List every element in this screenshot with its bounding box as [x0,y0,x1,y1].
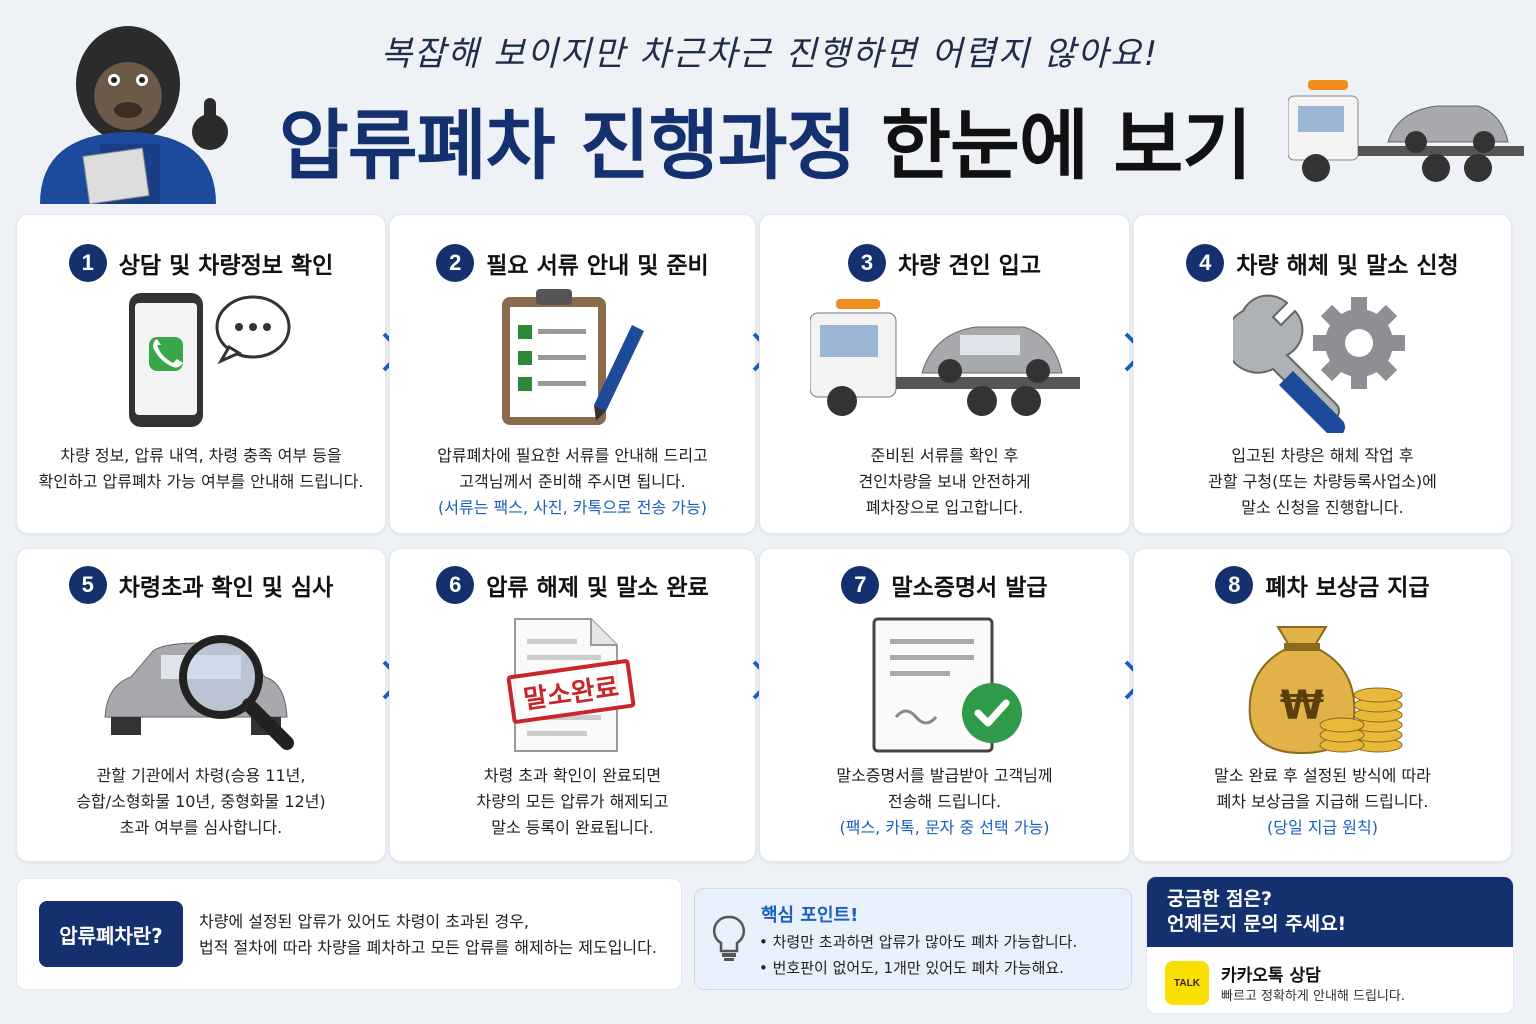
step-number: 6 [436,566,475,604]
step-card-8: 8 폐차 보상금 지급 ₩ 말소 완료 후 설정된 방식에 따라 폐차 보상금을 … [1133,548,1512,862]
contact-section: 궁금한 점은? 언제든지 문의 주세요! TALK 카카오톡 상담 빠르고 정확… [1146,876,1514,1014]
step-desc-line: 압류폐차에 필요한 서류를 안내해 드리고 [437,446,708,465]
step-title: 필요 서류 안내 및 준비 [486,253,709,279]
step-desc-line: 확인하고 압류폐차 가능 여부를 안내해 드립니다. [38,472,364,491]
what-is-line: 법적 절차에 따라 차량을 폐차하고 모든 압류를 해제하는 제도입니다. [199,938,657,957]
car-magnifier-icon [104,635,294,750]
phone-chat-icon [129,293,291,427]
title-black-part: 한눈에 보기 [881,101,1252,190]
what-is-button[interactable]: 압류폐차란? [39,901,183,967]
key-point-title: 핵심 포인트! [761,905,859,926]
step-card-7: 7 말소증명서 발급 말소증명서를 발급받아 고객님께 전송해 드립니다. (팩스… [759,548,1130,862]
step-desc-line: 폐차 보상금을 지급해 드립니다. [1216,792,1429,811]
kakaotalk-consult-desc: 빠르고 정확하게 안내해 드립니다. [1221,989,1405,1004]
step-desc-line: 입고된 차량은 해체 작업 후 [1231,446,1414,465]
step-number: 8 [1215,566,1254,604]
step-title: 폐차 보상금 지급 [1265,575,1430,601]
step-card-2: 2 필요 서류 안내 및 준비 압류폐차에 필요한 서류를 안내해 드리고 고객님… [389,214,756,534]
step-desc-line: 차량의 모든 압류가 해제되고 [476,792,669,811]
step-desc-line: 말소 등록이 완료됩니다. [491,818,654,837]
what-is-line: 차량에 설정된 압류가 있어도 차령이 초과된 경우, [199,912,530,931]
step-card-4: 4 차량 해체 및 말소 신청 입고된 차량은 해체 작업 후 관할 구청(또는 … [1133,214,1512,534]
svg-text:₩: ₩ [1279,683,1323,729]
key-point-item: 번호판이 없어도, 1개만 있어도 폐차 가능해요. [759,955,1077,981]
step-title: 차량 견인 입고 [898,253,1041,279]
step-title: 상담 및 차량정보 확인 [118,253,334,279]
step-number: 4 [1186,244,1225,282]
step-desc-line: 차령 초과 확인이 완료되면 [483,766,662,785]
step-number: 3 [848,244,886,282]
step-desc-line: 초과 여부를 심사합니다. [119,818,283,837]
wrench-gear-icon [1232,294,1405,433]
step-title: 말소증명서 발급 [891,575,1048,601]
step-desc-line: 관할 기관에서 차령(승용 11년, [96,766,306,785]
step-title: 차령초과 확인 및 심사 [118,575,334,601]
lightbulb-icon [713,915,745,961]
contact-line2: 언제든지 문의 주세요! [1167,913,1347,935]
clipboard-checklist-icon [501,289,644,425]
step-desc-line: 전송해 드립니다. [887,792,1002,811]
title-blue-part: 압류폐차 진행과정 [278,101,857,190]
step-card-5: 5 차령초과 확인 및 심사 관할 기관에서 차령(승용 11년, 승합/소형화물… [16,548,386,862]
step-note: (당일 지급 원칙) [1267,818,1378,837]
step-desc-line: 말소 완료 후 설정된 방식에 따라 [1214,766,1431,785]
kakaotalk-consult-link[interactable]: 카카오톡 상담 [1221,966,1321,986]
key-point-section: 핵심 포인트! 차령만 초과하면 압류가 많아도 폐차 가능합니다. 번호판이 … [694,888,1132,990]
step-note: (서류는 팩스, 사진, 카톡으로 전송 가능) [438,498,707,517]
money-bag-icon: ₩ [1248,626,1402,755]
step-desc-line: 말소 신청을 진행합니다. [1241,498,1404,517]
step-desc-line: 폐차장으로 입고합니다. [865,498,1024,517]
tow-truck-header-icon [1288,80,1524,182]
step-desc-line: 차량 정보, 압류 내역, 차령 충족 여부 등을 [60,446,342,465]
tow-truck-icon [809,299,1080,416]
step-desc-line: 말소증명서를 발급받아 고객님께 [836,766,1053,785]
header-subtitle: 복잡해 보이지만 차근차근 진행하면 어렵지 않아요! [380,34,1160,74]
key-point-item: 차령만 초과하면 압류가 많아도 폐차 가능합니다. [759,929,1078,955]
contact-header: 궁금한 점은? 언제든지 문의 주세요! [1147,877,1513,947]
step-card-3: 3 차량 견인 입고 준비된 서류를 확인 후 견인차량을 보내 안전하게 폐차장… [759,214,1130,534]
step-title: 압류 해제 및 말소 완료 [486,575,709,601]
step-note: (팩스, 카톡, 문자 중 선택 가능) [839,818,1050,837]
page-title: 압류폐차 진행과정 한눈에 보기 [250,84,1280,194]
step-desc-line: 관할 구청(또는 차량등록사업소)에 [1208,472,1437,491]
kakaotalk-icon[interactable]: TALK [1165,961,1209,1005]
step-number: 5 [68,566,107,604]
gorilla-mascot-icon [40,26,228,204]
contact-line1: 궁금한 점은? [1167,888,1273,910]
step-desc-line: 승합/소형화물 10년, 중형화물 12년) [76,792,326,811]
step-number: 1 [68,244,107,282]
step-desc-line: 고객님께서 준비해 주시면 됩니다. [459,472,686,491]
step-desc-line: 견인차량을 보내 안전하게 [858,472,1031,491]
document-stamp-icon: 말소완료 [493,615,653,755]
what-is-section: 압류폐차란? 차량에 설정된 압류가 있어도 차령이 초과된 경우, 법적 절차… [16,878,682,990]
step-desc-line: 준비된 서류를 확인 후 [870,446,1019,465]
step-number: 7 [841,566,880,604]
step-number: 2 [436,244,475,282]
step-card-6: 6 압류 해제 및 말소 완료 말소완료 차령 초과 확인이 완료되면 차량의 모… [389,548,756,862]
certificate-check-icon [872,617,1022,753]
step-title: 차량 해체 및 말소 신청 [1236,253,1459,279]
